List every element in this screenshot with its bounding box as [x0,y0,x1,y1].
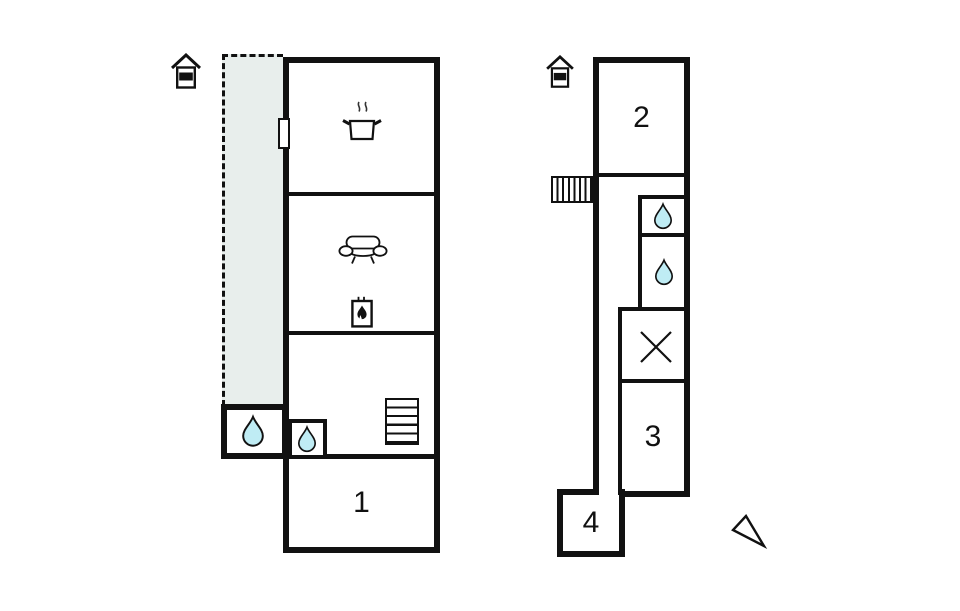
wall-kitchen-living [289,192,434,196]
right-building-outline [593,57,690,497]
terrace-area [222,54,283,406]
room-label-2: 2 [599,63,684,173]
room-1-number: 1 [353,486,370,519]
left-building-outline [283,57,440,553]
sofa-icon [338,235,388,267]
void-room [618,307,684,383]
fireplace-icon [351,296,373,328]
room4-annex [557,489,625,557]
cross-mark-icon [639,330,673,364]
entrance-house-icon [171,53,201,90]
room-3-number: 3 [644,420,662,453]
entrance-house-icon [546,55,574,89]
bathroom-upper-large [638,237,684,307]
wall-corridor-room3 [618,383,622,491]
water-drop-icon [297,425,317,453]
room-label-4: 4 [563,495,619,551]
room-2-number: 2 [633,101,650,134]
water-drop-icon [653,202,673,230]
bathroom-annex-inner [288,419,327,459]
stairs-icon [551,176,593,203]
wall-living-hall [289,331,434,335]
room-label-3: 3 [622,383,684,491]
water-drop-icon [241,414,265,448]
room-label-1: 1 [289,459,434,547]
corridor-opening [599,489,618,503]
wall-hall-room1 [289,454,434,459]
stairs-icon [385,398,419,445]
water-drop-icon [654,258,674,286]
wall-room2-hall [599,173,684,177]
bathroom-upper-small [638,195,684,237]
window [278,118,290,149]
cooking-pot-icon [340,100,384,142]
room-4-number: 4 [582,506,600,539]
north-arrow-icon [731,513,771,553]
